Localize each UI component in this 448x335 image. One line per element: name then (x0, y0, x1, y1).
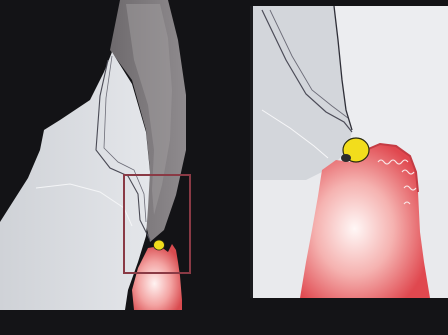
yellow-marker-icon (154, 240, 165, 250)
magnified-panel-edge (250, 6, 253, 298)
bottom-strip (0, 310, 448, 335)
marker-shadow (341, 154, 351, 162)
magnified-panel (250, 6, 448, 298)
